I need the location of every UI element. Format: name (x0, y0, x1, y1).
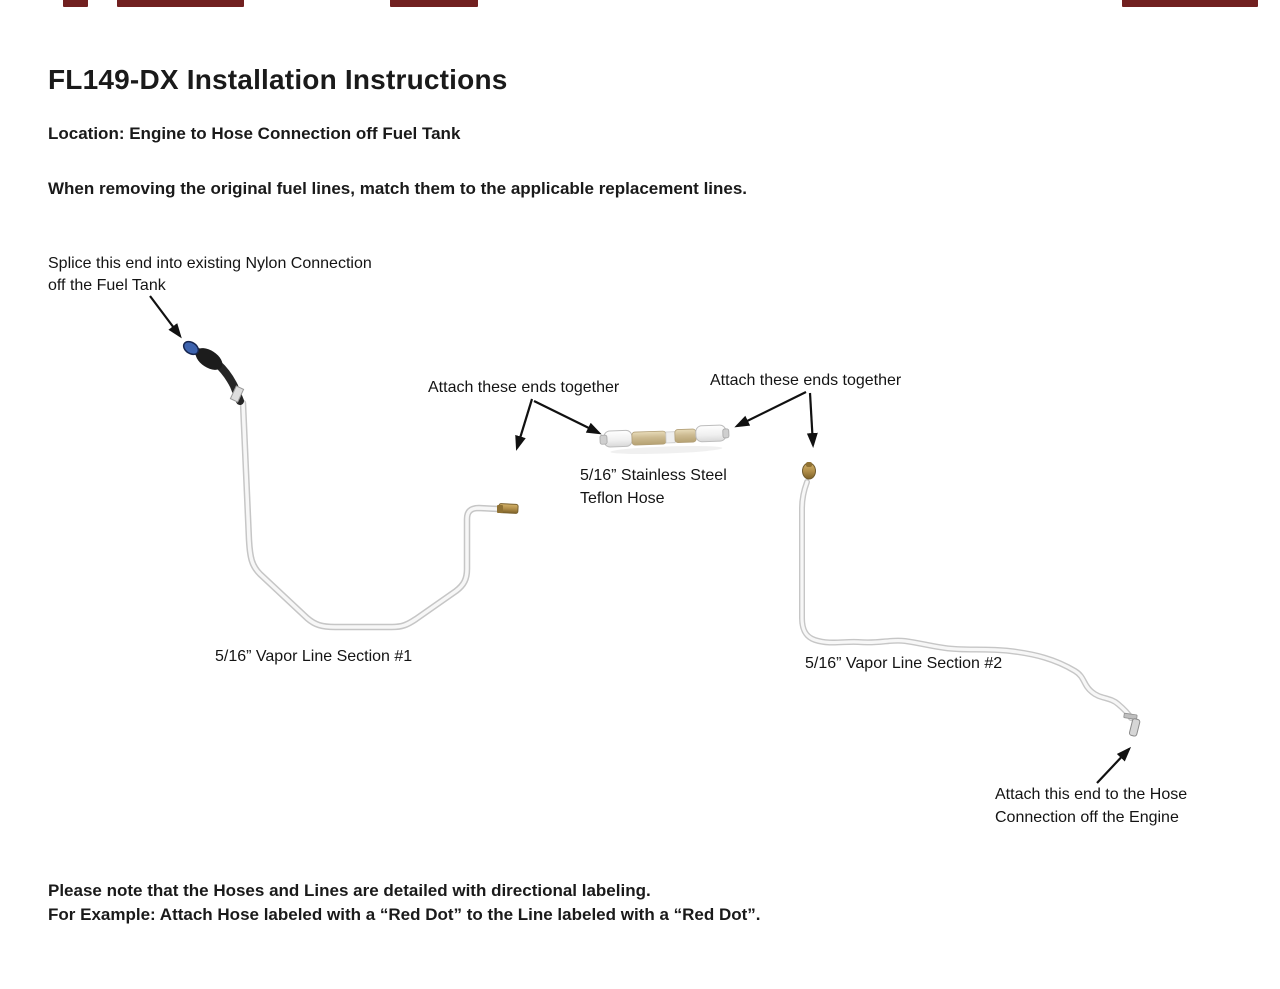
splice-connector-white-band (229, 385, 245, 403)
arrow-attach-left-to-line1 (515, 398, 534, 451)
arrow-attach-right-to-hose (734, 391, 807, 428)
header-remnant-bar-2 (117, 0, 244, 7)
header-remnant-bar-1 (63, 0, 88, 7)
attach-right-label: Attach these ends together (710, 372, 902, 389)
arrow-engine-callout (1096, 746, 1132, 784)
hose-left-fitting (603, 429, 633, 448)
arrow-splice-callout (149, 295, 182, 339)
splice-connector-blue-ring (182, 340, 200, 356)
hose-braid-1 (631, 430, 667, 446)
hose-right-fitting (695, 424, 727, 443)
splice-connector (182, 340, 245, 405)
line2-top-fitting (802, 462, 816, 480)
arrow-attach-right-to-line2 (806, 392, 818, 448)
hose-gap (665, 431, 676, 444)
vapor-line-1 (239, 399, 502, 631)
intro-line: When removing the original fuel lines, m… (48, 179, 748, 198)
line1-end-fitting (497, 503, 519, 514)
directional-labeling-note: Please note that the Hoses and Lines are… (48, 881, 761, 924)
location-line: Location: Engine to Hose Connection off … (48, 124, 461, 143)
vapor-line-1-label: 5/16” Vapor Line Section #1 (215, 648, 413, 665)
splice-connector-body (195, 348, 223, 370)
splice-callout-label: Splice this end into existing Nylon Conn… (48, 255, 372, 294)
arrow-attach-left-to-hose (533, 400, 602, 435)
engine-callout-label: Attach this end to the Hose Connection o… (995, 786, 1188, 826)
page-title: FL149-DX Installation Instructions (48, 64, 508, 95)
stainless-hose-label: 5/16” Stainless Steel Teflon Hose (580, 467, 727, 507)
line2-engine-end (1123, 712, 1141, 737)
header-remnant-bar-4 (1122, 0, 1258, 7)
hose-braid-2 (674, 428, 697, 443)
stainless-hose (599, 424, 730, 454)
vapor-line-2 (799, 479, 1134, 721)
attach-left-label: Attach these ends together (428, 379, 620, 396)
vapor-line-2-label: 5/16” Vapor Line Section #2 (805, 655, 1003, 672)
header-remnant-bar-3 (390, 0, 478, 7)
